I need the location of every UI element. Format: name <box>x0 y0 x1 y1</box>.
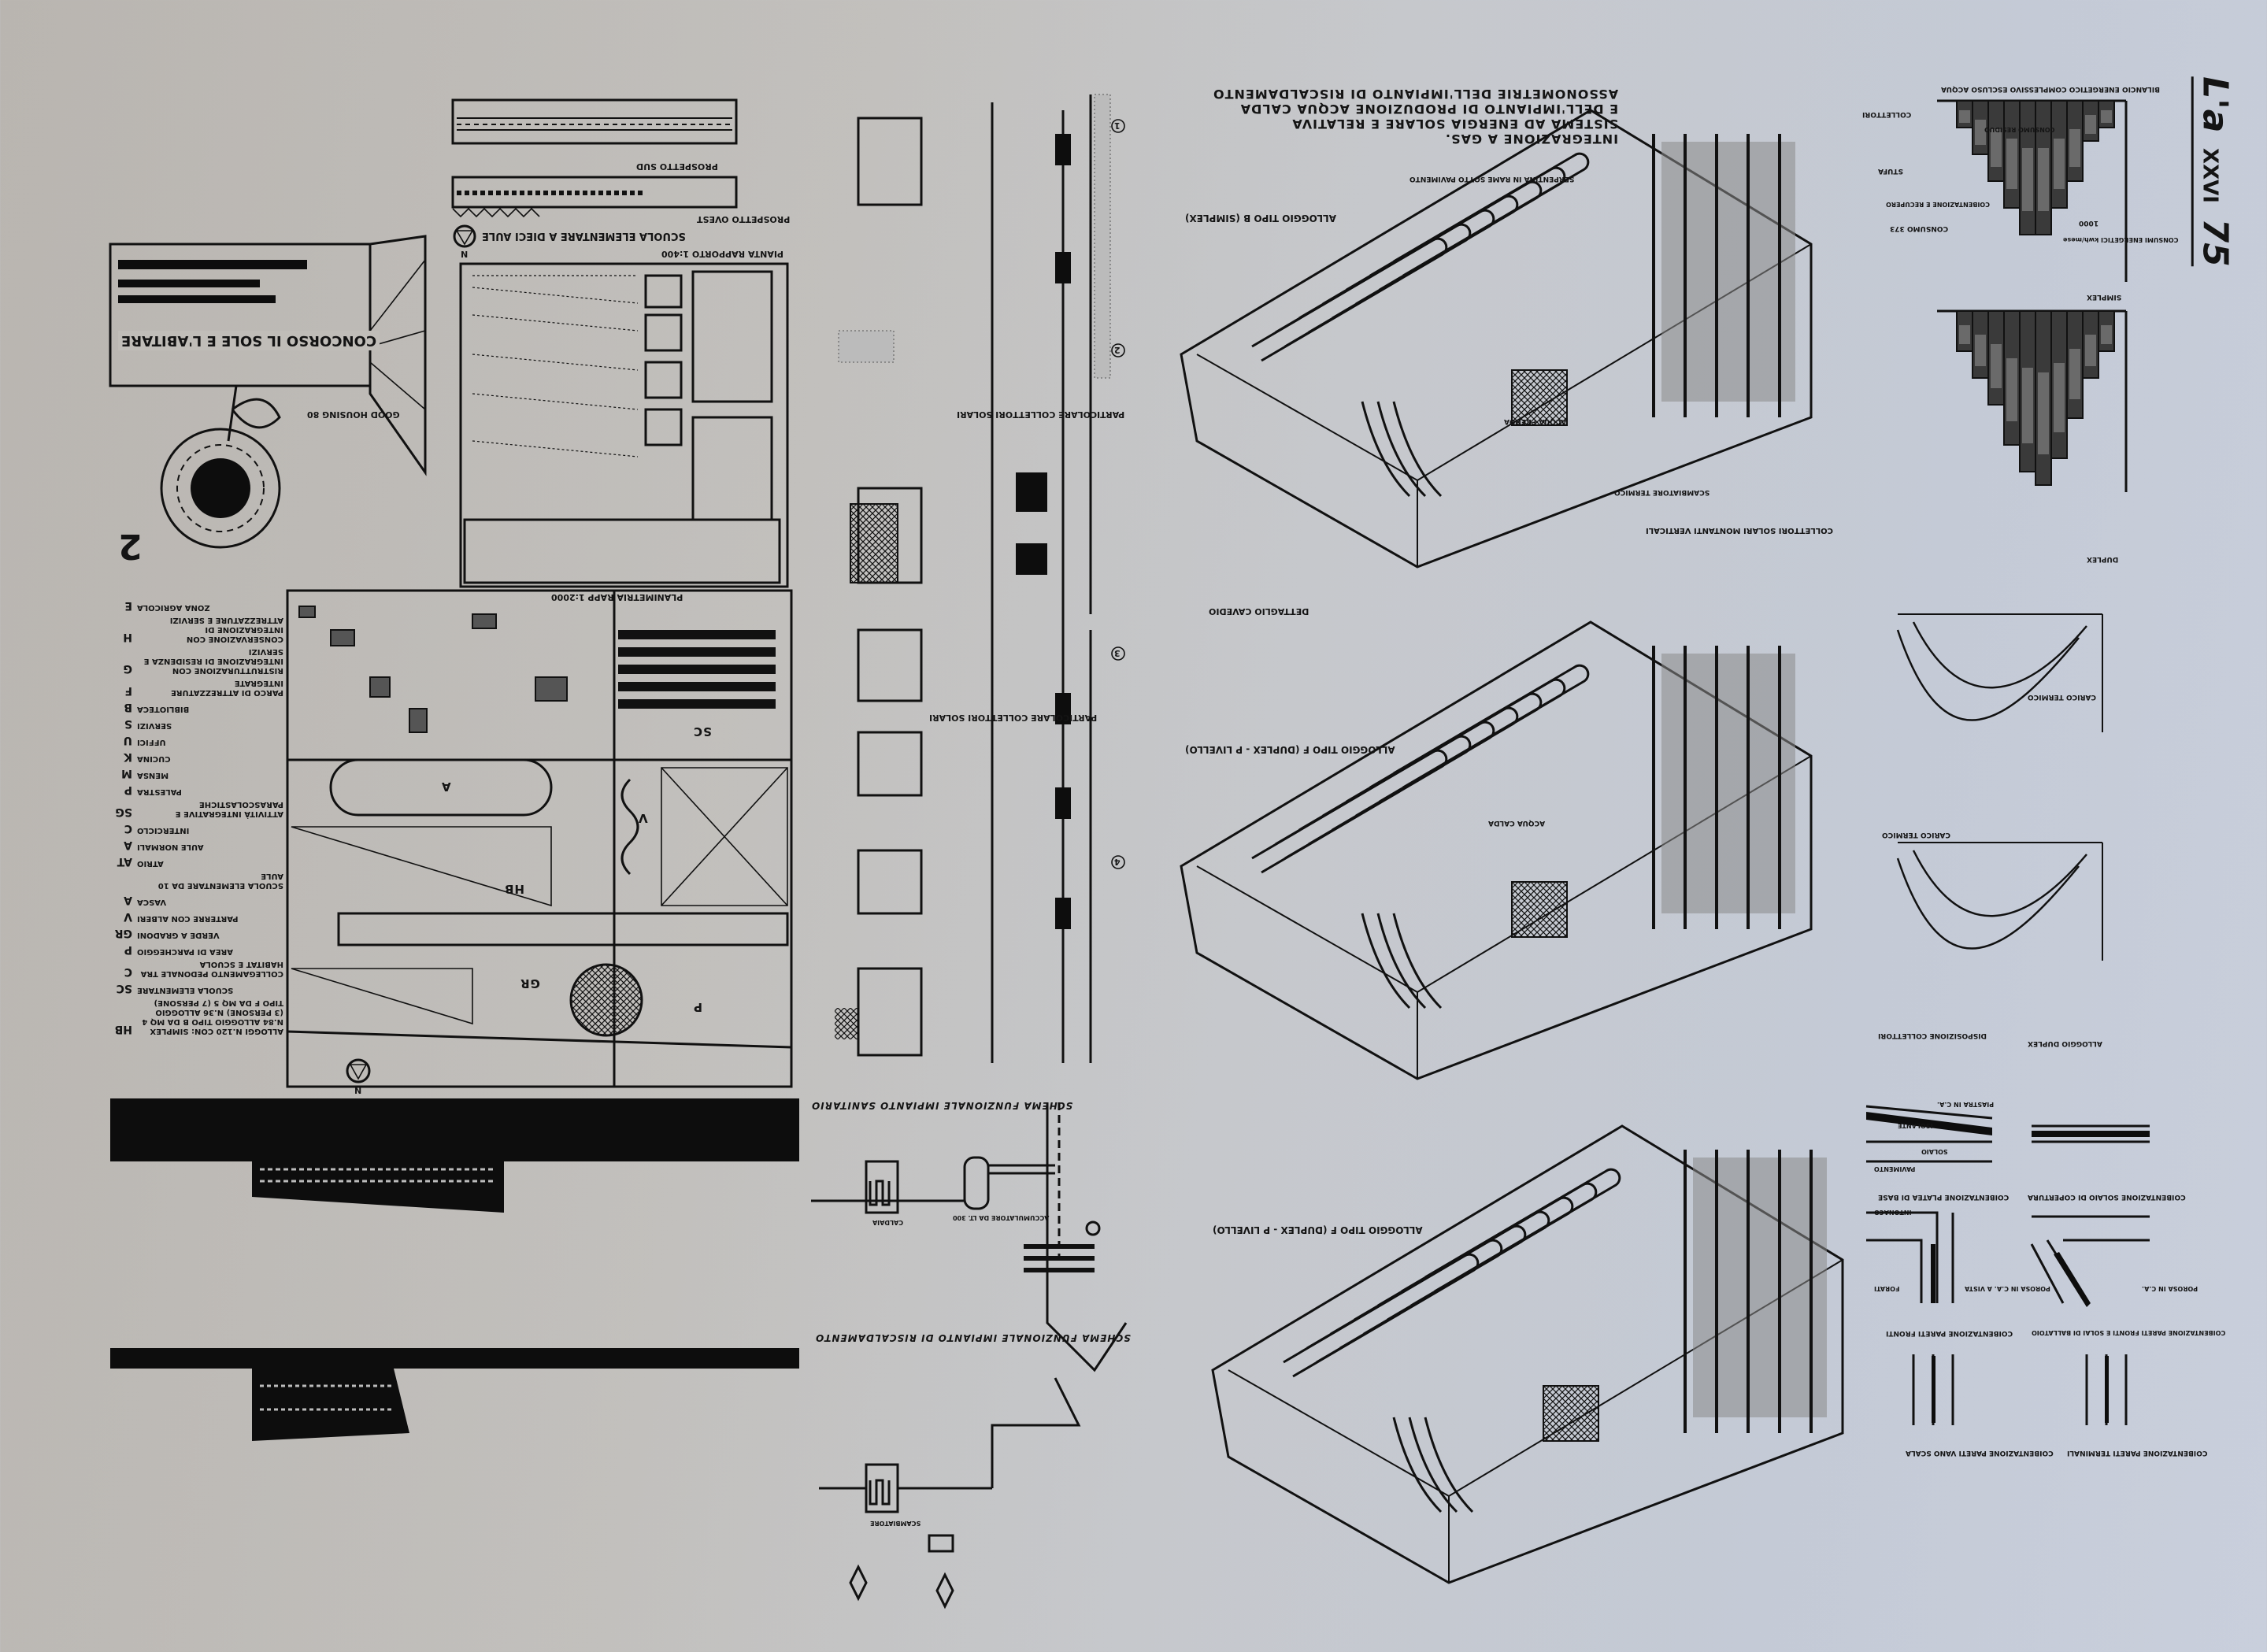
chart-bar-segment <box>2085 115 2096 134</box>
part-label: ISOLANTE <box>1898 1122 1933 1129</box>
chart-bar-segment <box>1991 129 2002 167</box>
pipes <box>1361 401 1443 498</box>
part-label: POROSA IN C.A. <box>2142 1285 2198 1292</box>
section-label: COIBENTAZIONE PARETI VANO SCALA <box>1906 1449 2054 1457</box>
chart-bar-segment <box>1975 120 1986 145</box>
heat-exchanger <box>1511 369 1568 426</box>
chart-bar-segment <box>2069 349 2080 399</box>
north-arrow-icon <box>453 224 476 248</box>
floor-coil <box>1424 1168 1621 1293</box>
school-floor-plan <box>459 262 789 588</box>
chart-bar-segment <box>2054 363 2065 432</box>
line-series <box>1912 850 2087 917</box>
axonometric-unit <box>1180 620 1813 1080</box>
poster-text-lines <box>118 260 307 303</box>
section-label: COIBENTAZIONE PARETI FRONTI <box>1886 1329 2013 1337</box>
sunflower-icon <box>160 428 281 549</box>
chart-bar-segment <box>2006 139 2017 189</box>
chart-bar-segment <box>2022 148 2033 211</box>
floor-coil <box>1393 152 1590 277</box>
part-label: POROSA IN C.A. A VISTA <box>1965 1285 2050 1292</box>
part-label: PAVIMENTO <box>1874 1165 1916 1172</box>
line-series <box>1896 629 2080 721</box>
chart-bar-segment <box>2085 335 2096 366</box>
part-label: INTONACO <box>1874 1209 1912 1216</box>
chart-bar-segment <box>2006 358 2017 421</box>
chart-bar-segment <box>2101 110 2112 123</box>
section-label: COIBENTAZIONE PARETI TERMINALI <box>2067 1449 2208 1457</box>
part-label: FORATI <box>1874 1285 1900 1292</box>
chart-bar-segment <box>2054 139 2065 189</box>
section-label: COIBENTAZIONE SOLAIO DI COPERTURA <box>2028 1193 2186 1201</box>
legend-item: SCUOLA ELEMENTARE DA 10 AULE <box>157 872 283 890</box>
site-north-arrow-icon <box>346 1058 371 1083</box>
chart-bar-segment <box>2069 129 2080 167</box>
section-label: COIBENTAZIONE PARETI FRONTI E SOLAI DI B… <box>2032 1329 2226 1336</box>
floor-coil <box>1393 664 1590 789</box>
heat-exchanger <box>1543 1385 1599 1442</box>
pipes <box>1361 913 1443 1009</box>
part-label: SOLAIO <box>1921 1148 1948 1155</box>
axonometric-unit <box>1180 109 1813 569</box>
chart-bar-segment <box>1975 335 1986 366</box>
line-series <box>1912 621 2087 689</box>
part-label: PIASTRA IN C.A. <box>1937 1101 1995 1108</box>
heat-exchanger <box>1511 881 1568 938</box>
chart-bar-segment <box>2101 325 2112 344</box>
axonometric-unit <box>1211 1124 1844 1584</box>
chart-bar-segment <box>2022 368 2033 443</box>
chart-bar-segment <box>2038 148 2049 211</box>
chart-bar-segment <box>1959 110 1970 123</box>
line-series <box>1896 857 2080 950</box>
pipes <box>1392 1417 1474 1513</box>
chart-bar-segment <box>2038 372 2049 454</box>
section-label: COIBENTAZIONE PLATEA DI BASE <box>1878 1193 2010 1201</box>
chart-bar-segment <box>1991 344 2002 388</box>
chart-bar-segment <box>1959 325 1970 344</box>
